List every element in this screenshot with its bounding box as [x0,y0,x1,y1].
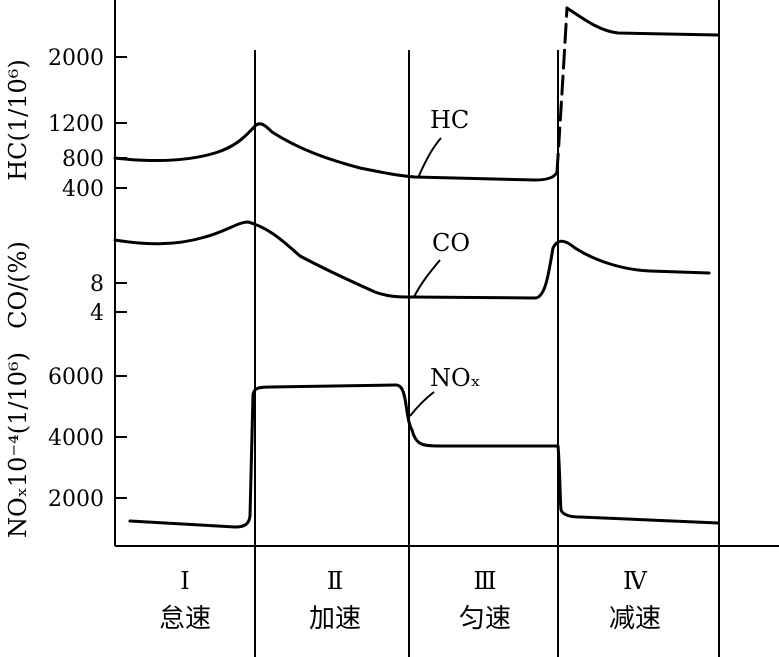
tick-label-nox-2000: 2000 [48,487,104,512]
nox-series-line [128,383,720,529]
y-label-co: CO/(%) [4,241,32,329]
phase-name-cruise: 匀速 [459,604,511,634]
y-label-nox: NOₓ10⁻⁴(1/10⁶) [4,352,32,538]
tick-label-co-4: 4 [90,301,104,326]
series-label-hc: HC [430,106,469,134]
hc-series-line-decel [565,6,720,37]
phase-name-idle: 怠速 [159,604,211,634]
phase-name-accel: 加速 [309,604,361,634]
tick-label-hc-800: 800 [62,147,104,172]
phase-numeral-2: Ⅱ [327,567,343,595]
hc-leader-line [417,137,442,179]
co-leader-line [413,259,441,298]
hc-series-dashed [555,6,569,174]
series-label-co: CO [432,229,470,257]
phase-numeral-1: Ⅰ [180,567,189,595]
co-series-line [113,220,711,300]
phase-numeral-4: Ⅳ [623,567,648,595]
series-label-nox: NOₓ [430,364,481,392]
y-ticks: 2000 1200 800 400 8 4 6000 4000 2000 [48,46,127,512]
phase-name-decel: 减速 [609,604,661,634]
tick-label-nox-4000: 4000 [48,426,104,451]
tick-label-hc-1200: 1200 [48,112,104,137]
nox-leader-line [409,391,435,417]
tick-label-hc-2000: 2000 [48,46,104,71]
tick-label-hc-400: 400 [62,177,104,202]
hc-series-line [113,122,559,182]
tick-label-nox-6000: 6000 [48,365,104,390]
tick-label-co-8: 8 [90,272,104,297]
y-label-hc: HC(1/10⁶) [4,59,32,181]
phase-numeral-3: Ⅲ [473,567,496,595]
